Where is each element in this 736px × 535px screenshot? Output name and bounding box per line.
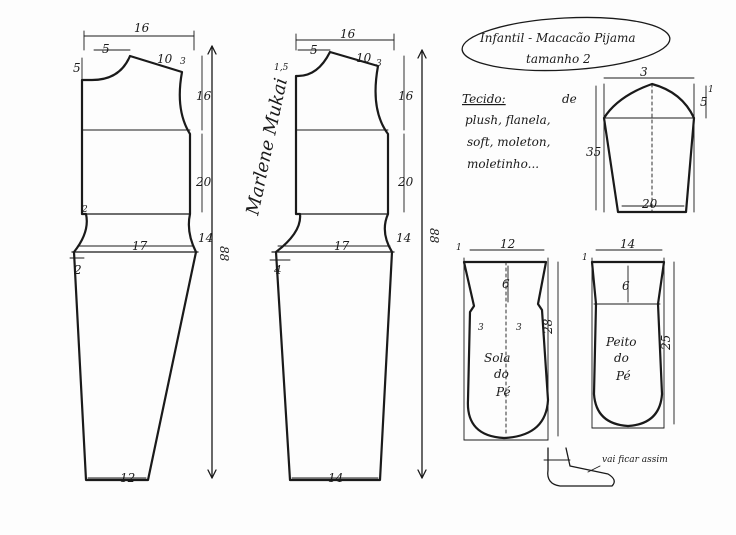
instep-label1: Peito xyxy=(605,335,637,349)
sole-label3: Pé xyxy=(495,385,511,399)
sleeve-cuff-width: 20 xyxy=(641,197,658,211)
back-piece: 16 5 5 10 3 16 20 2 14 17 2 12 88 xyxy=(69,21,231,485)
sole-side-tick: 1 xyxy=(456,243,462,253)
instep-label3: Pé xyxy=(615,369,631,383)
foot-outline xyxy=(547,447,615,487)
back-crotch-right: 14 xyxy=(198,231,213,245)
front-outline xyxy=(274,50,394,482)
sleeve-tick: 1 xyxy=(708,85,714,95)
sleeve-piece: 3 1 5 35 20 xyxy=(586,65,714,214)
title-line2: tamanho 2 xyxy=(526,52,591,66)
back-outline xyxy=(72,54,198,482)
sole-length: 28 xyxy=(541,318,555,335)
instep-top-width: 14 xyxy=(620,237,635,251)
front-hip-width: 17 xyxy=(334,239,350,253)
front-neck-depth: 1,5 xyxy=(274,63,289,73)
back-neck-width: 5 xyxy=(102,42,110,56)
front-shoulder-drop: 10 xyxy=(356,51,372,65)
front-piece: 16 5 1,5 10 3 16 20 14 17 4 14 88 xyxy=(269,27,441,485)
fabric-de: de xyxy=(562,92,577,106)
instep-label2: do xyxy=(614,351,629,365)
sole-label1: Sola xyxy=(484,351,510,365)
instep-piece: 14 1 6 25 Peito do Pé xyxy=(582,237,675,429)
foot-sketch: vai ficar assim xyxy=(543,447,668,487)
back-shoulder-tip: 3 xyxy=(180,57,186,67)
back-total-length: 88 xyxy=(217,246,231,262)
front-neck-width: 5 xyxy=(310,43,318,57)
front-waist-length: 20 xyxy=(397,175,414,189)
sleeve-length: 35 xyxy=(586,145,601,159)
front-top-width: 16 xyxy=(340,27,356,41)
instep-length: 25 xyxy=(659,335,673,351)
front-total-length: 88 xyxy=(427,228,441,244)
title-oval xyxy=(461,16,671,72)
sole-depth: 6 xyxy=(502,277,510,291)
back-armhole-depth: 16 xyxy=(196,89,212,103)
back-hip-width: 17 xyxy=(132,239,148,253)
sleeve-outline xyxy=(602,82,696,214)
front-hip-left: 4 xyxy=(273,263,282,277)
back-neck-depth: 5 xyxy=(73,61,81,75)
back-shoulder-drop: 10 xyxy=(157,52,173,66)
sole-top-width: 12 xyxy=(500,237,515,251)
front-crotch-right: 14 xyxy=(396,231,411,245)
instep-outline xyxy=(590,260,666,428)
sole-notch-left: 3 xyxy=(478,323,484,333)
foot-note: vai ficar assim xyxy=(602,455,668,465)
front-armhole-depth: 16 xyxy=(398,89,414,103)
sole-label2: do xyxy=(494,367,509,381)
back-hip-left: 2 xyxy=(73,263,82,277)
sleeve-cap-height: 5 xyxy=(700,95,708,109)
front-hem-width: 14 xyxy=(328,471,343,485)
fabric-line2: soft, moleton, xyxy=(467,135,550,149)
sleeve-top-width: 3 xyxy=(640,65,648,79)
foot-pointer-arrow xyxy=(587,465,601,473)
fabric-line1: plush, flanela, xyxy=(465,113,551,127)
instep-depth: 6 xyxy=(622,279,630,293)
signature: Marlene Mukai xyxy=(242,76,292,218)
fabric-label: Tecido: xyxy=(462,92,506,106)
title-line1: Infantil - Macacão Pijama xyxy=(479,31,636,45)
fabric-line3: moletinho... xyxy=(467,157,539,171)
front-shoulder-tip: 3 xyxy=(376,59,382,69)
back-hem-width: 12 xyxy=(120,471,135,485)
back-top-width: 16 xyxy=(134,21,150,35)
back-crotch-left: 2 xyxy=(81,205,88,215)
back-waist-length: 20 xyxy=(195,175,212,189)
instep-side-tick: 1 xyxy=(582,253,588,263)
sole-piece: 12 1 6 3 3 28 Sola do Pé xyxy=(456,237,559,441)
sole-notch-right: 3 xyxy=(516,323,522,333)
